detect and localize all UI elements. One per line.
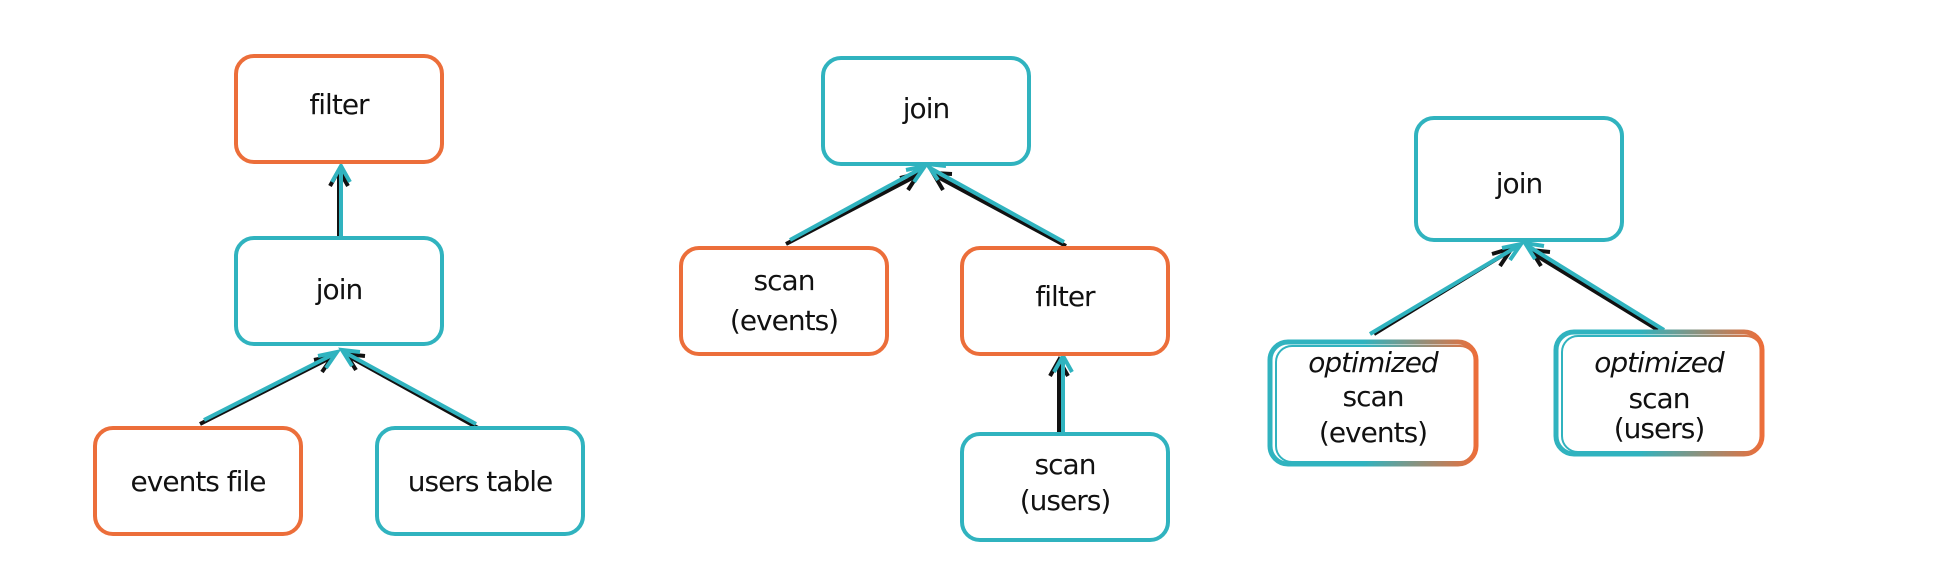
node-scan-users-line1: scan [1035, 448, 1096, 481]
edge-filter-to-join [922, 161, 1067, 248]
node-events-file: events file [93, 426, 303, 536]
node-filter: filter [960, 246, 1170, 356]
edge-opt-scan-users-to-join [1520, 240, 1666, 332]
node-optimized-scan-events-line2: scan [1343, 380, 1404, 413]
node-optimized-scan-users-line3: (users) [1614, 412, 1705, 445]
node-optimized-scan-events-line3: (events) [1319, 416, 1427, 449]
node-join: join [234, 236, 444, 346]
node-scan-events: scan (events) [679, 246, 889, 356]
diagram-1-unoptimized-plan: filter join events file users table [93, 54, 585, 536]
node-filter: filter [234, 54, 444, 164]
edge-users-table-to-join [338, 347, 479, 430]
node-optimized-scan-users: optimized scan (users) [1553, 329, 1765, 457]
node-optimized-scan-events: optimized scan (events) [1267, 339, 1479, 467]
node-join: join [821, 56, 1031, 166]
node-optimized-scan-users-line2: scan [1629, 382, 1690, 415]
diagram-3-optimized-plan: join optimized scan (events) optimized s… [1267, 116, 1765, 467]
diagram-2-pushdown-plan: join scan (events) filter scan (users) [679, 56, 1170, 542]
node-scan-users: scan (users) [960, 432, 1170, 542]
node-scan-events-line1: scan [754, 264, 815, 297]
node-join-label: join [1495, 167, 1542, 200]
node-join: join [1414, 116, 1624, 242]
node-users-table-label: users table [408, 465, 552, 498]
edge-scan-users-to-filter [1048, 351, 1074, 432]
node-users-table: users table [375, 426, 585, 536]
node-optimized-scan-events-line1: optimized [1308, 346, 1439, 379]
node-events-file-label: events file [131, 465, 266, 498]
node-scan-users-line2: (users) [1020, 484, 1111, 517]
node-filter-label: filter [1035, 280, 1096, 313]
node-filter-label: filter [309, 88, 370, 121]
edge-scan-events-to-join [785, 163, 930, 246]
node-join-label: join [902, 92, 949, 125]
node-join-label: join [315, 273, 362, 306]
node-scan-events-line2: (events) [730, 304, 838, 337]
edge-opt-scan-events-to-join [1368, 241, 1526, 336]
edge-events-file-to-join [199, 349, 342, 426]
node-optimized-scan-users-line1: optimized [1594, 346, 1725, 379]
